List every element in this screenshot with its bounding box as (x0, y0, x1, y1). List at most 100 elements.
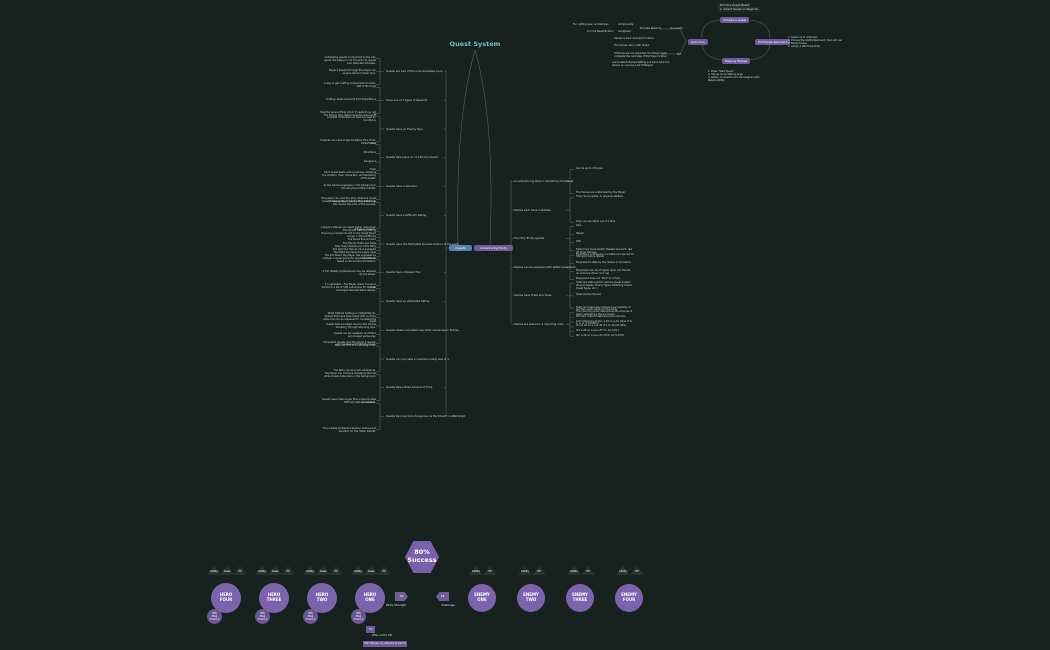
party-strength-value: 20 (395, 592, 408, 601)
party-strength-label: Party Strength (386, 603, 407, 607)
party-leaf: Equipment's stats by the Heroes in the t… (576, 260, 631, 264)
party-leaf: Traits are stats built for various Quest… (576, 281, 633, 290)
quest-branch-label: Have one of 3 types of Rewards (386, 98, 428, 102)
quest-leaf: How many Heroes are in the Party (335, 244, 376, 248)
quest-leaf: The Quest Environment (347, 238, 376, 242)
loop-outcome-item: Gold/Jewel (618, 30, 631, 33)
challenge-value: 15 (436, 592, 449, 601)
party-leaf: Traits and Class also influence survivab… (576, 305, 631, 312)
enemy-stat: Ability (567, 566, 581, 575)
enemy-stat: HP (581, 566, 595, 575)
party-leaf: Class are the Heroes (576, 293, 601, 297)
hero-stat-label: Ability (257, 570, 267, 573)
hero-stat: HP (329, 566, 343, 575)
hero-stat-label: Class (367, 570, 375, 573)
loop-outcome-item: Provides Rewards (640, 27, 662, 30)
quest-leaf: Quests have an Enemy value that influenc… (322, 199, 376, 206)
hero-sub-circle: ATK Mag Chance (255, 609, 270, 624)
party-leaf: Can be up to 4 Heroes (576, 166, 603, 170)
playing-heroes-node: Playing Heroes (722, 58, 751, 64)
quest-leaf: Difficulty Rating increases. (344, 401, 376, 405)
quest-leaf: Forest (368, 142, 376, 146)
quest-branch-label: Quests take a fixed amount of Time (386, 386, 433, 390)
hero-stat: HP (233, 566, 247, 575)
party-leaf: DPS (576, 240, 581, 244)
quest-branch-label: Quests become more dangerous as the time… (386, 415, 465, 418)
quest-leaf: As the Quest progresses in the backgroun… (323, 184, 376, 190)
enemy-stat-label: HP (488, 570, 492, 573)
hero-stat-label: Ability (305, 570, 315, 573)
loop-outcome-item: Successful (670, 27, 683, 30)
quest-leaf: The Enemy Type determines the chances of… (323, 113, 376, 123)
connector (749, 19, 771, 39)
quest-leaf: Quests can be repeated, and that's encou… (333, 332, 376, 338)
enemy-circle: ENEMY ONE (468, 584, 496, 612)
hero-stat: Ability (303, 566, 317, 575)
quest-branch-label: Quests are part of the Core Gameplay Loo… (386, 70, 443, 73)
party-leaf: 3rd is 26 on a one off 7 to 10 (10%) (576, 329, 619, 333)
enemy-stat-label: Ability (471, 570, 481, 573)
hero-stat: HP (377, 566, 391, 575)
loop-bottom-note: 3. Return on Quest's end; Be assigned wi… (708, 76, 760, 83)
enemy-stat-label: Ability (569, 570, 579, 573)
quest-leaf: Gift of the Kings (356, 84, 376, 88)
connector (679, 40, 687, 55)
hero-sub-circle: ATK Mag Chance (207, 609, 222, 624)
quest-leaf: The Info Board the player has upgraded b… (324, 254, 376, 261)
party-leaf: Equipment is shopped in a battle and ear… (576, 252, 635, 259)
quest-branch-label: Quests have the Estimated Success Chance… (386, 242, 460, 246)
quest-branch-label: Quests take place on of 4 Environments (386, 156, 438, 160)
loop-outcome-item: For crafting Gear and Recipes (573, 23, 609, 26)
connector (749, 43, 771, 61)
connector (701, 19, 721, 39)
quest-leaf: Lobbyer a quest game the player is rolle… (322, 257, 376, 264)
enemy-circle: ENEMY TWO (517, 584, 545, 612)
party-leaf: They can be spells, or physical abilitie… (576, 195, 623, 199)
hero-stat: Ability (207, 566, 221, 575)
roll-result: Hit! Heroes (1) Attacks to be hit (363, 641, 407, 647)
enemy-stat-label: Ability (520, 570, 530, 573)
enemy-stat: Ability (518, 566, 532, 575)
hero-sub-circle: ATK Mag Chance (303, 609, 318, 624)
connector (701, 43, 723, 61)
loop-bottom-note: 2. Heroes Go to Setting down (708, 73, 744, 76)
party-leaf: Equipment can be of higher level, but He… (576, 268, 631, 275)
hero-stat-label: Class (223, 570, 231, 573)
loop-outcome-item: Learns about Heroes Setting and turns ba… (612, 61, 670, 68)
quest-leaf: Completed Quests give the player a rewar… (323, 340, 376, 347)
quest-leaf: This creates protracted decision making … (322, 426, 376, 433)
party-branch-label: Heroes can be equipped with better equip… (514, 265, 576, 269)
loop-outcome-item: For Hub Beautification (587, 30, 614, 33)
party-leaf: Healer (576, 232, 584, 236)
quest-leaf: The Gear the Heroes have equipped (332, 247, 376, 251)
quest-leaf: Enemies can have single modifiers (Fire,… (320, 139, 376, 146)
hero-stat: Class (364, 566, 378, 575)
hero-circle: HERO TWO (307, 583, 337, 613)
loop-right-note: 4. Assign a Marching Order (788, 45, 821, 48)
party-leaf: Equipment does not "Bind" to a Hero (576, 276, 621, 280)
hero-circle: HERO THREE (259, 583, 289, 613)
diagram-title: Quest System (449, 40, 501, 48)
party-leaf: Tank (576, 224, 582, 228)
enemy-stat-label: HP (635, 570, 639, 573)
party-branch-label: The Holy Trinity applies (514, 237, 545, 241)
quest-leaf: Similar to a list of VOX sub-shores for … (321, 286, 376, 292)
quest-leaf: A player's Heroes can apply higher value… (320, 225, 376, 232)
enemy-circle: ENEMY THREE (566, 584, 594, 612)
hero-stat: Class (220, 566, 234, 575)
enemy-stat: HP (483, 566, 497, 575)
enemy-stat: Ability (616, 566, 630, 575)
quest-leaf: Player's Reward through the player can a… (328, 69, 376, 75)
outcome-node: Outcome (688, 39, 708, 45)
hero-stat-label: HP (382, 570, 386, 573)
loop-outcome-item: Components (618, 23, 634, 26)
quest-leaf: A way to get crafting Components for Gea… (323, 81, 376, 85)
party-leaf: The Heroes are customized by the Player (576, 191, 626, 195)
party-leaf: Only one can stand out of a time (576, 219, 616, 223)
hero-circle: HERO FOUR (211, 583, 241, 613)
quest-branch-label: Quests where completed use other resourc… (386, 328, 459, 332)
quest-leaf: A Full (detail) symbol/event may be rele… (322, 270, 376, 277)
party-branch-label: Heroes are placed in a marching order (514, 323, 564, 326)
success-label: Success (407, 555, 437, 564)
